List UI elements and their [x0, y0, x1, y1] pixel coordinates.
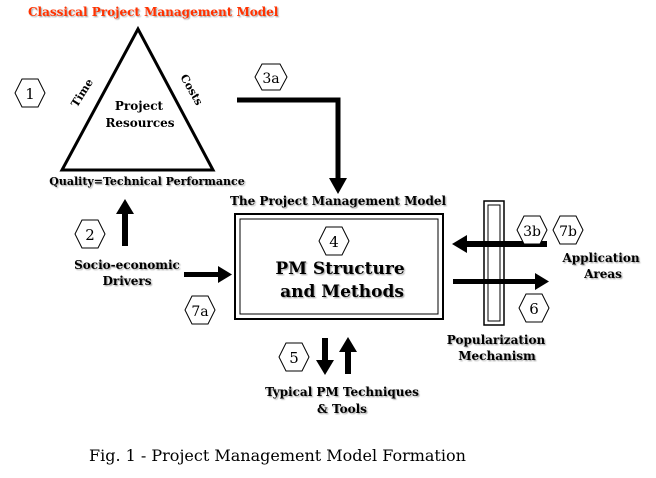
arrow-2-shaft — [122, 212, 128, 246]
badge-5-hexagon — [278, 342, 310, 372]
triangle-costs-label: Costs — [177, 72, 205, 108]
arrow-app-in-shaft — [465, 241, 547, 247]
badge-3b-label: 3b — [523, 224, 541, 240]
badge-7a-label: 7a — [191, 304, 208, 320]
core-box-line1: PM Structure — [275, 259, 404, 279]
arrow-5-down-shaft — [322, 338, 328, 362]
badge-2-hexagon — [74, 219, 106, 249]
badge-3a-hexagon — [254, 63, 288, 91]
core-box-line2: and Methods — [280, 282, 404, 302]
arrow-app-out-head — [535, 273, 549, 290]
triangle-center-line2: Resources — [105, 116, 174, 130]
badge-2: 2 — [74, 219, 106, 249]
arrow-5-down-head — [316, 360, 334, 375]
figure-caption: Fig. 1 - Project Management Model Format… — [89, 446, 466, 465]
arrow-socio-shaft — [184, 272, 220, 277]
badge-7b: 7b — [552, 215, 584, 245]
triangle-center-line1: Project — [115, 99, 164, 113]
core-box-inner — [239, 218, 439, 315]
arrow-app-out-shaft — [453, 279, 537, 284]
arrow-3a-line — [237, 97, 341, 180]
badge-1-hexagon — [14, 78, 46, 108]
arrow-5-up-head — [339, 337, 357, 352]
badge-3a-label: 3a — [262, 71, 279, 87]
badge-5: 5 — [278, 342, 310, 372]
popularization-line2: Mechanism — [458, 349, 536, 363]
popularization-bar-inner — [487, 204, 501, 322]
application-line2: Areas — [583, 267, 622, 281]
arrow-5-up-shaft — [345, 350, 351, 374]
arrow-app-in-head — [452, 235, 467, 253]
badge-7b-label: 7b — [559, 224, 577, 240]
badge-3b: 3b — [516, 215, 548, 245]
badge-4-hexagon — [318, 226, 350, 256]
popularization-line1: Popularization — [447, 333, 546, 347]
badge-3a: 3a — [254, 63, 288, 91]
badge-2-label: 2 — [85, 226, 95, 244]
badge-5-label: 5 — [289, 349, 299, 367]
badge-6: 6 — [518, 293, 550, 323]
badge-1-label: 1 — [25, 85, 35, 103]
arrow-socio-head — [218, 266, 232, 283]
badge-4-label: 4 — [329, 233, 339, 251]
techniques-line2: & Tools — [317, 402, 367, 416]
badge-1: 1 — [14, 78, 46, 108]
socio-line2: Drivers — [103, 274, 152, 288]
triangle-time-label: Time — [69, 76, 96, 109]
triangle-shape — [59, 25, 216, 172]
application-line1: Application — [561, 251, 639, 265]
arrow-2-head — [116, 199, 134, 214]
badge-4: 4 — [318, 226, 350, 256]
popularization-bar-outer — [483, 200, 505, 326]
badge-6-label: 6 — [529, 300, 539, 318]
badge-7a-hexagon — [184, 295, 216, 325]
model-title: The Project Management Model — [230, 194, 446, 208]
triangle-base-label: Quality=Technical Performance — [49, 175, 244, 188]
diagram-title: Classical Project Management Model — [28, 5, 279, 19]
badge-7a: 7a — [184, 295, 216, 325]
badge-3b-hexagon — [516, 215, 548, 245]
techniques-line1: Typical PM Techniques — [265, 385, 419, 399]
arrow-3a-head — [329, 178, 347, 194]
socio-line1: Socio-economic — [74, 258, 180, 272]
badge-6-hexagon — [518, 293, 550, 323]
badge-7b-hexagon — [552, 215, 584, 245]
